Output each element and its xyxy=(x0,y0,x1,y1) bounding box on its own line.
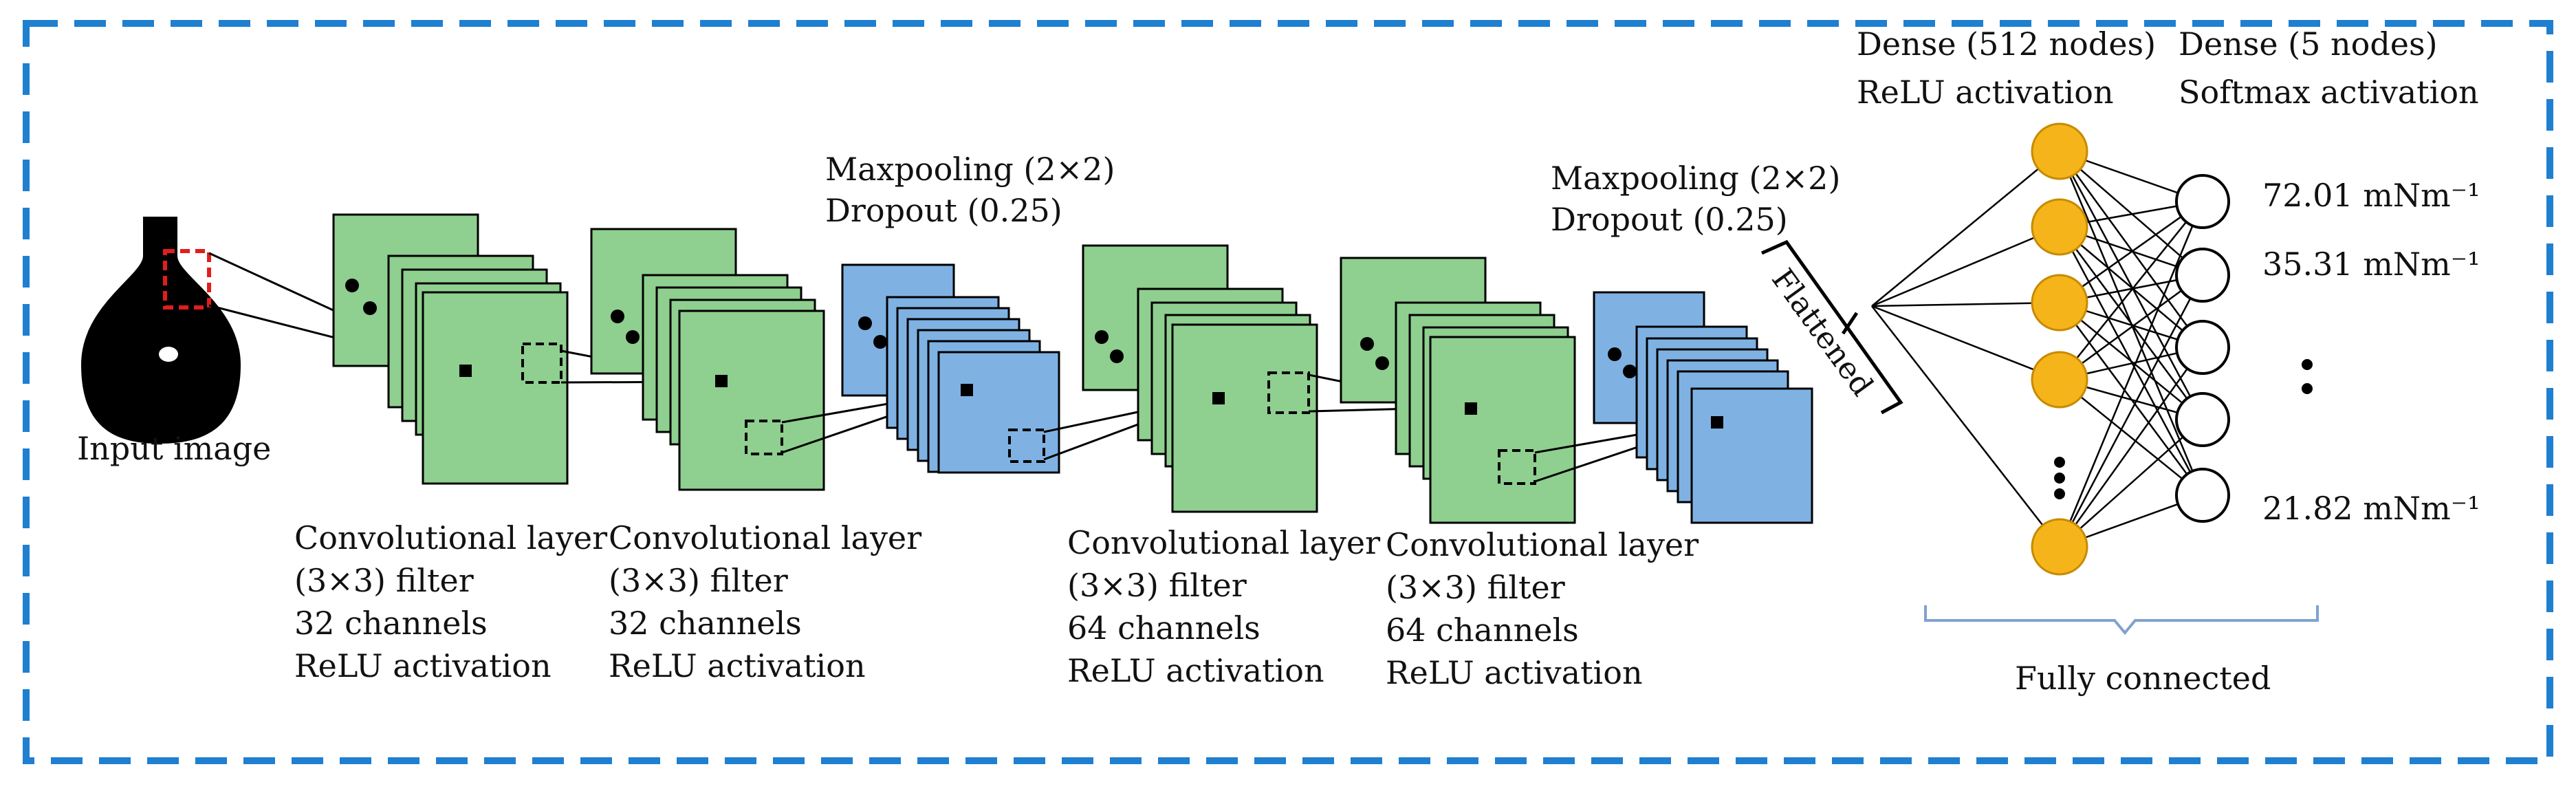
dense-to-softmax-edge xyxy=(2059,200,2203,304)
svg-text:(3×3) filter: (3×3) filter xyxy=(609,562,788,599)
dense-to-softmax-edge xyxy=(2059,419,2203,548)
softmax-node xyxy=(2175,174,2230,229)
dense-node xyxy=(2031,274,2088,332)
softmax-node xyxy=(2175,320,2230,375)
conv-layer-3-caption: Convolutional layer (3×3) filter 64 chan… xyxy=(1067,524,1380,689)
dense-to-softmax-edge xyxy=(2058,274,2204,548)
svg-text:Dropout (0.25): Dropout (0.25) xyxy=(825,192,1062,229)
svg-text:ReLU activation: ReLU activation xyxy=(1067,652,1324,689)
softmax-node xyxy=(2175,468,2230,523)
svg-text:(3×3) filter: (3×3) filter xyxy=(1386,569,1565,606)
svg-text:Maxpooling (2×2): Maxpooling (2×2) xyxy=(825,151,1115,188)
dense-to-softmax-edge xyxy=(2058,151,2204,348)
softmax-output-3: 21.82 mNm⁻¹ xyxy=(2262,490,2480,527)
flatten-to-dense-edge xyxy=(1871,226,2060,307)
dense-layer-caption: Dense (512 nodes) ReLU activation xyxy=(1857,25,2156,111)
dense-to-softmax-edge xyxy=(2059,201,2203,380)
flatten-to-dense-edge xyxy=(1871,305,2060,381)
svg-text:(3×3) filter: (3×3) filter xyxy=(294,562,474,599)
input-droplet-image xyxy=(81,217,241,444)
flatten-bracket xyxy=(1760,239,1903,415)
svg-text:32 channels: 32 channels xyxy=(294,605,488,642)
input-receptive-field-box xyxy=(163,249,211,310)
svg-text:ReLU activation: ReLU activation xyxy=(1386,654,1643,691)
svg-text:Convolutional layer: Convolutional layer xyxy=(1067,524,1380,561)
svg-text:(3×3) filter: (3×3) filter xyxy=(1067,567,1247,604)
outer-dashed-frame xyxy=(23,20,2553,764)
conv-layer-2-caption: Convolutional layer (3×3) filter 32 chan… xyxy=(609,519,921,684)
dense-to-softmax-edge xyxy=(2059,151,2203,276)
dense-node xyxy=(2031,198,2088,256)
maxpool-layer-1-stack xyxy=(841,263,1060,474)
softmax-output-2: 35.31 mNm⁻¹ xyxy=(2262,246,2480,283)
svg-text:Dense (512 nodes): Dense (512 nodes) xyxy=(1857,25,2156,63)
svg-text:Softmax activation: Softmax activation xyxy=(2179,74,2479,111)
dense-to-softmax-edge xyxy=(2058,226,2204,420)
dense-to-softmax-edge xyxy=(2058,201,2204,548)
softmax-output-1: 72.01 mNm⁻¹ xyxy=(2262,177,2480,214)
conv-layer-4-caption: Convolutional layer (3×3) filter 64 chan… xyxy=(1386,526,1699,691)
svg-text:Maxpooling (2×2): Maxpooling (2×2) xyxy=(1551,160,1840,197)
softmax-vertical-ellipsis xyxy=(2302,359,2313,394)
svg-text:Convolutional layer: Convolutional layer xyxy=(294,519,607,556)
softmax-node xyxy=(2175,392,2230,447)
softmax-layer-caption: Dense (5 nodes) Softmax activation xyxy=(2179,25,2479,111)
fully-connected-label: Fully connected xyxy=(2015,660,2271,697)
flatten-to-dense-edge xyxy=(1871,151,2060,307)
dense-node xyxy=(2031,518,2088,576)
maxpool-layer-1-caption: Maxpooling (2×2) Dropout (0.25) xyxy=(825,151,1115,229)
conv-layer-2-stack xyxy=(590,228,825,491)
svg-text:64 channels: 64 channels xyxy=(1386,611,1579,649)
softmax-node xyxy=(2175,248,2230,303)
conv-layer-1-stack xyxy=(332,213,569,485)
input-image-label: Input image xyxy=(77,430,271,467)
maxpool-layer-2-stack xyxy=(1593,291,1813,524)
svg-text:ReLU activation: ReLU activation xyxy=(609,647,866,684)
dense-to-softmax-edge xyxy=(2059,226,2203,348)
dense-node xyxy=(2031,351,2088,409)
dense-to-softmax-edge xyxy=(2059,274,2203,381)
svg-text:32 channels: 32 channels xyxy=(609,605,802,642)
flatten-to-dense-edge xyxy=(1871,301,2060,307)
softmax-layer-nodes xyxy=(2175,174,2230,523)
dense-vertical-ellipsis xyxy=(2054,457,2065,499)
svg-text:Dropout (0.25): Dropout (0.25) xyxy=(1551,201,1788,238)
svg-text:ReLU activation: ReLU activation xyxy=(294,647,552,684)
svg-text:Dense (5 nodes): Dense (5 nodes) xyxy=(2179,25,2438,63)
dense-node xyxy=(2031,122,2088,180)
dense-to-softmax-edge xyxy=(2059,379,2203,496)
conv-layer-3-stack xyxy=(1082,244,1318,513)
fully-connected-brace xyxy=(1924,605,2319,636)
dense-to-softmax-edge xyxy=(2058,151,2204,420)
conv-layer-1-caption: Convolutional layer (3×3) filter 32 chan… xyxy=(294,519,607,684)
dense-to-softmax-edge xyxy=(2058,347,2204,548)
dense-to-softmax-edge xyxy=(2059,302,2203,420)
dense-layer-nodes xyxy=(2031,122,2088,576)
svg-text:ReLU activation: ReLU activation xyxy=(1857,74,2114,111)
flatten-to-dense-edge xyxy=(1871,305,2060,548)
svg-text:Convolutional layer: Convolutional layer xyxy=(609,519,921,556)
maxpool-layer-2-caption: Maxpooling (2×2) Dropout (0.25) xyxy=(1551,160,1840,238)
svg-text:Convolutional layer: Convolutional layer xyxy=(1386,526,1699,563)
svg-text:64 channels: 64 channels xyxy=(1067,609,1260,647)
conv-layer-4-stack xyxy=(1340,257,1576,524)
